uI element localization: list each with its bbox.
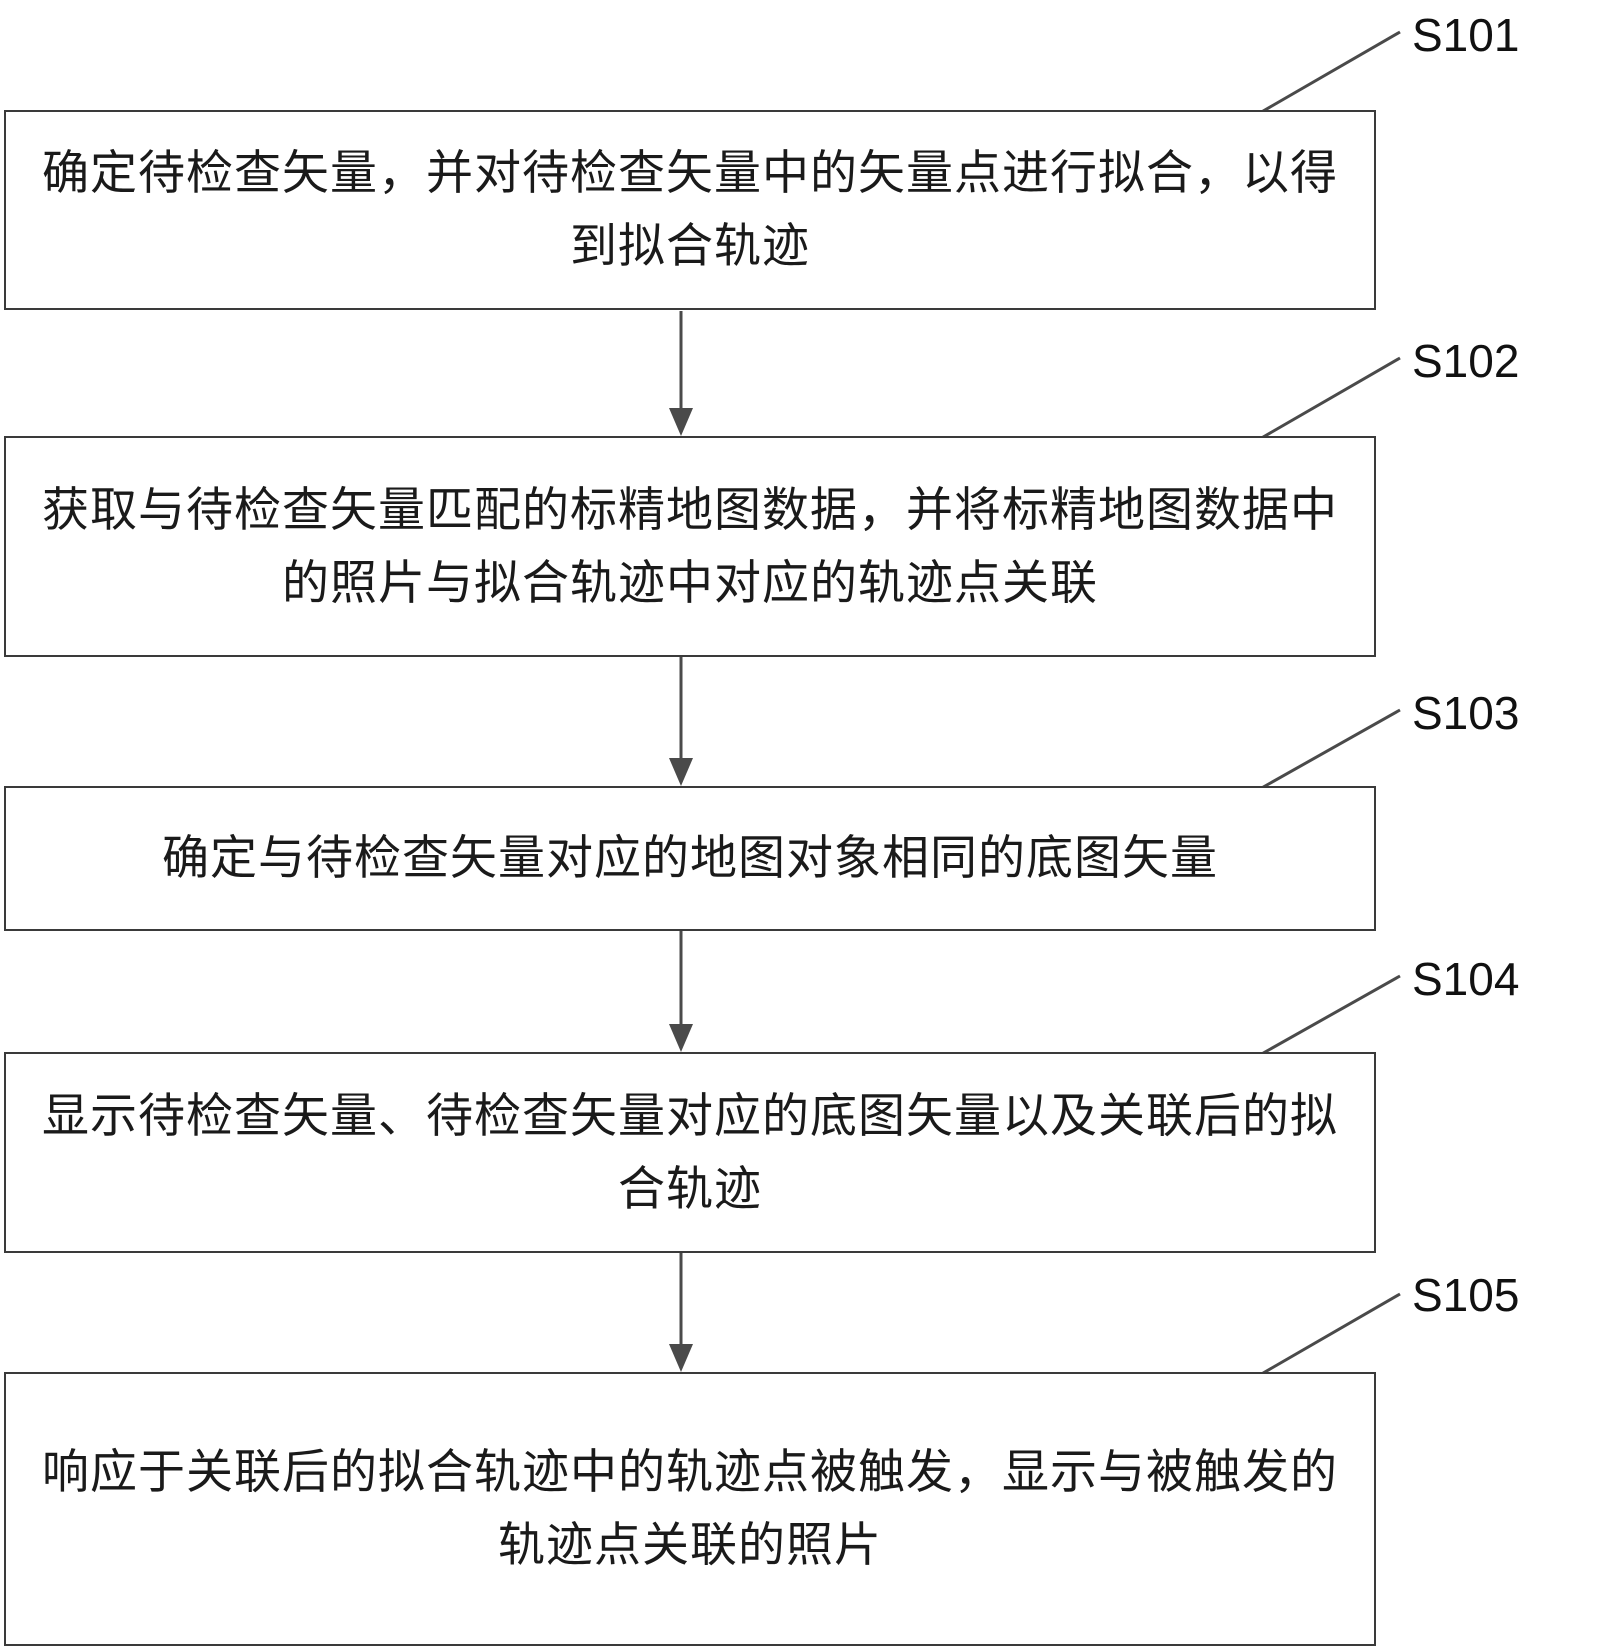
step-label-s105: S105 — [1412, 1269, 1520, 1321]
step-box-s101: 确定待检查矢量，并对待检查矢量中的矢量点进行拟合，以得到拟合轨迹 — [4, 110, 1376, 310]
leader-line-s104 — [1257, 974, 1401, 1058]
flow-arrow-4-head — [669, 1344, 693, 1372]
step-text-s101: 确定待检查矢量，并对待检查矢量中的矢量点进行拟合，以得到拟合轨迹 — [42, 146, 1338, 272]
step-text-s104: 显示待检查矢量、待检查矢量对应的底图矢量以及关联后的拟合轨迹 — [42, 1088, 1338, 1215]
step-text-s102: 获取与待检查矢量匹配的标精地图数据，并将标精地图数据中的照片与拟合轨迹中对应的轨… — [42, 482, 1338, 609]
step-box-s103: 确定与待检查矢量对应的地图对象相同的底图矢量 — [4, 786, 1376, 931]
step-label-s103: S103 — [1412, 687, 1520, 739]
step-text-s105: 响应于关联后的拟合轨迹中的轨迹点被触发，显示与被触发的轨迹点关联的照片 — [42, 1445, 1338, 1571]
step-box-s102: 获取与待检查矢量匹配的标精地图数据，并将标精地图数据中的照片与拟合轨迹中对应的轨… — [4, 436, 1376, 657]
leader-line-s105 — [1257, 1292, 1401, 1378]
step-label-s101: S101 — [1412, 9, 1520, 61]
step-box-s104: 显示待检查矢量、待检查矢量对应的底图矢量以及关联后的拟合轨迹 — [4, 1052, 1376, 1253]
step-box-s105: 响应于关联后的拟合轨迹中的轨迹点被触发，显示与被触发的轨迹点关联的照片 — [4, 1372, 1376, 1646]
step-label-s104: S104 — [1412, 953, 1520, 1005]
step-label-s102: S102 — [1412, 335, 1520, 387]
flow-arrow-3-head — [669, 1024, 693, 1052]
flow-arrow-2-head — [669, 758, 693, 786]
leader-line-s102 — [1257, 356, 1401, 442]
flow-arrow-1-head — [669, 408, 693, 436]
leader-line-s103 — [1257, 708, 1401, 792]
leader-line-s101 — [1257, 30, 1401, 116]
step-text-s103: 确定与待检查矢量对应的地图对象相同的底图矢量 — [162, 831, 1218, 885]
